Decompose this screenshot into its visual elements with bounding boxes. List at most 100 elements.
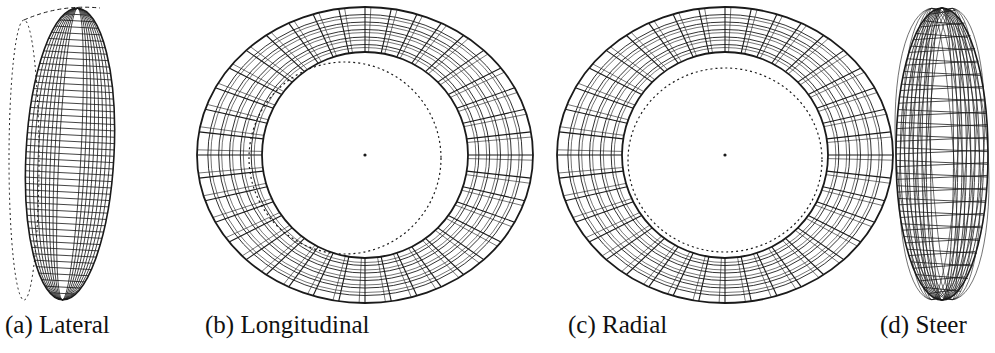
tire-spoke-line	[818, 92, 877, 111]
tire-meridian	[900, 8, 983, 300]
tire-spoke-line	[339, 9, 349, 53]
tire-hoop-line	[55, 26, 98, 28]
tire-ring	[590, 30, 861, 281]
tire-ring	[219, 22, 512, 288]
tire-spoke-line	[786, 238, 824, 274]
tire-hoop-line	[896, 173, 987, 177]
tire-spoke-line	[557, 154, 622, 155]
tire-spoke-line	[649, 247, 679, 287]
tire-spoke-line	[289, 247, 319, 287]
tire-meridian	[912, 7, 973, 301]
tire-spoke-line	[213, 199, 272, 218]
tire-spoke-line	[586, 213, 640, 238]
tire-spoke-line	[828, 159, 893, 161]
tire-spoke-line	[699, 9, 709, 53]
tire-spoke-line	[266, 238, 304, 274]
tire-spoke-line	[589, 68, 642, 94]
tire-spoke-line	[827, 137, 892, 142]
tire-spoke-line	[308, 252, 330, 294]
tire-hoop-line	[904, 71, 980, 75]
tire-hoop-line	[59, 20, 95, 22]
tire-spoke-line	[313, 14, 333, 57]
tire-hoop-line	[898, 110, 986, 114]
tire-spoke-line	[457, 88, 515, 108]
tire-spoke-line	[823, 187, 885, 201]
tire-spoke-line	[817, 88, 875, 108]
tire-ring	[222, 25, 509, 285]
tire-hoop-line	[27, 133, 114, 138]
tire-hoop-line	[27, 209, 108, 213]
tire-hoop-line	[27, 139, 115, 144]
tire-ring	[600, 37, 849, 273]
tire-hoop-line	[37, 76, 112, 80]
tire-spoke-line	[679, 13, 697, 56]
tire-spoke-line	[215, 202, 273, 222]
tire-hoop-line	[30, 114, 115, 118]
tire-spoke-line	[649, 23, 679, 63]
tire-spoke-line	[738, 257, 746, 302]
tire-spoke-line	[753, 254, 771, 297]
tire-spoke-line	[817, 202, 875, 222]
tire-spoke-line	[458, 92, 517, 111]
tire-hoop-line	[50, 293, 76, 294]
undeformed-outline	[249, 62, 441, 254]
tire-hoop-line	[28, 126, 115, 131]
center-mark	[363, 153, 366, 156]
tire-spoke-line	[319, 13, 337, 56]
tire-spoke-line	[229, 68, 282, 94]
tire-hoop-line	[906, 239, 979, 243]
tire-meridian	[926, 8, 958, 300]
tire-spoke-line	[438, 228, 484, 260]
tire-spoke-line	[557, 150, 622, 152]
tire-spoke-line	[448, 68, 501, 94]
tire-hoop-line	[37, 267, 92, 270]
tire-hoop-line	[903, 74, 981, 78]
tire-spoke-line	[800, 54, 848, 85]
figure-caption: (d) Steer	[880, 312, 967, 337]
tire-hoop-line	[913, 264, 970, 268]
tire-hoop-line	[913, 36, 970, 40]
tire-spoke-line	[246, 50, 292, 82]
tire-hoop-line	[35, 82, 112, 86]
tire-spoke-line	[207, 104, 268, 119]
tire-spoke-line	[699, 257, 709, 301]
tire-spoke-line	[602, 225, 650, 256]
tire-ring	[557, 7, 893, 303]
tire-hoop-line	[26, 164, 114, 169]
tire-hoop-line	[898, 188, 987, 192]
tire-hoop-line	[52, 32, 102, 35]
tire-spoke-line	[808, 68, 861, 94]
tire-spoke-line	[786, 35, 824, 71]
tire-hoop-line	[38, 70, 110, 74]
tire-spoke-line	[631, 32, 667, 69]
tire-spoke-line	[457, 202, 515, 222]
tire-spoke-line	[262, 236, 302, 271]
tire-ring	[262, 52, 468, 258]
tire-hoop-line	[33, 95, 114, 99]
tire-hoop-line	[899, 201, 985, 205]
tire-hoop-line	[26, 145, 114, 150]
tire-hoop-line	[25, 183, 111, 187]
tire-hoop-line	[30, 241, 100, 245]
tire-hoop-line	[909, 252, 975, 256]
tire-hoop-line	[902, 224, 983, 228]
undeformed-outline	[628, 68, 822, 252]
tire-meridian	[931, 8, 954, 300]
tire-hoop-line	[904, 237, 980, 241]
tire-spoke-line	[828, 154, 893, 155]
tire-hoop-line	[40, 63, 110, 67]
tire-spoke-line	[564, 183, 626, 195]
tire-hoop-line	[35, 260, 94, 263]
tire-spoke-line	[741, 257, 751, 301]
tire-spoke-line	[463, 187, 525, 201]
tire-hoop-line	[32, 247, 99, 250]
tire-spoke-line	[560, 127, 624, 136]
tire-spoke-line	[284, 245, 316, 284]
tire-spoke-line	[250, 47, 294, 80]
tire-spoke-line	[397, 14, 417, 57]
tire-spoke-line	[757, 14, 777, 57]
tire-meridian	[886, 5, 995, 303]
tire-spoke-line	[333, 256, 345, 300]
tire-spoke-line	[798, 50, 844, 82]
